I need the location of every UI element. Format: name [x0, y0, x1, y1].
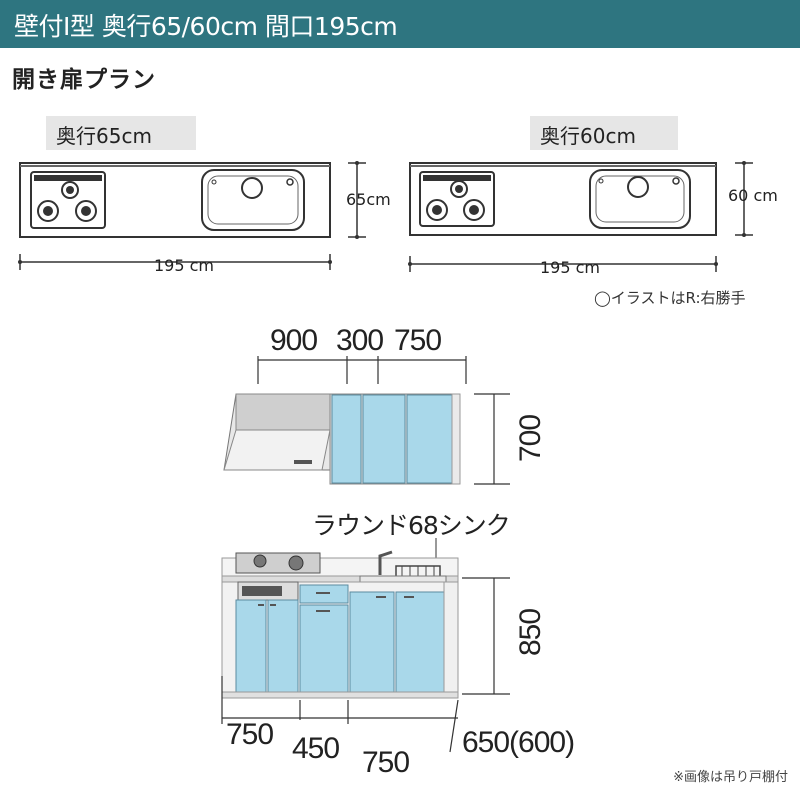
- depth-dim-60: 60 cm: [728, 186, 778, 205]
- depth-label-60: 奥行60cm: [530, 116, 678, 150]
- wall-width-900: 900: [270, 324, 318, 357]
- depth-label-65: 奥行65cm: [46, 116, 196, 150]
- wall-width-750: 750: [394, 324, 442, 357]
- header-bar: 壁付I型 奥行65/60cm 間口195cm: [0, 0, 800, 48]
- base-width-750-right: 750: [362, 746, 410, 779]
- stove-icon: [30, 171, 106, 229]
- base-height-850: 850: [514, 608, 547, 656]
- width-dim-right: 195 cm: [540, 258, 601, 277]
- wall-cabinet-elevation: [223, 356, 510, 485]
- sink-icon: [201, 169, 305, 231]
- base-depth: 650(600): [462, 726, 575, 759]
- sink-icon: [589, 169, 691, 229]
- wall-height-700: 700: [514, 414, 547, 462]
- wall-width-300: 300: [336, 324, 384, 357]
- base-cabinet-elevation: [221, 538, 510, 753]
- depth-dim-65: 65cm: [346, 190, 391, 209]
- handedness-note: ◯イラストはR:右勝手: [594, 289, 746, 307]
- stove-icon: [419, 171, 495, 227]
- base-width-450: 450: [292, 732, 340, 765]
- base-width-750-left: 750: [226, 718, 274, 751]
- width-dim-left: 195 cm: [154, 256, 215, 275]
- footer-note: ※画像は吊り戸棚付: [673, 770, 788, 785]
- plan-title: 開き扉プラン: [12, 67, 156, 93]
- plan-view-60: [408, 161, 753, 272]
- sink-label: ラウンド68シンク: [312, 511, 511, 540]
- plan-view-65: [18, 161, 366, 270]
- page-title: 壁付I型 奥行65/60cm 間口195cm: [14, 12, 398, 41]
